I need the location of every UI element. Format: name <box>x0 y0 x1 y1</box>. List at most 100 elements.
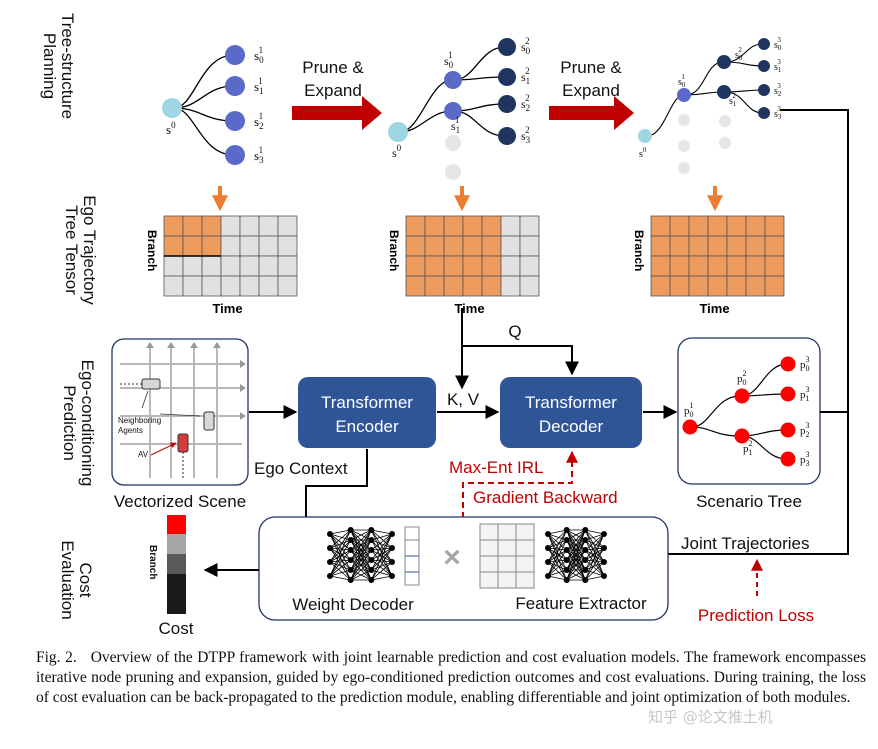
nn-node <box>347 537 354 543</box>
nn-edge <box>547 559 567 577</box>
tensor-time-label: Time <box>699 301 729 316</box>
nn-edge <box>547 533 568 581</box>
tensor-cell <box>258 235 279 257</box>
nn-edge <box>370 539 393 577</box>
nn-edge <box>329 539 352 577</box>
nn-edge <box>585 569 605 577</box>
node-label: p02 <box>737 369 747 387</box>
node-label: s02 <box>521 36 531 56</box>
gradient-backward-label: Gradient Backward <box>473 488 618 507</box>
tensor-cell <box>443 235 464 257</box>
node-label: p01 <box>684 401 694 419</box>
tensor-branch-label: Branch <box>632 230 646 271</box>
tensor-cell <box>745 275 766 297</box>
tensor-cell <box>519 275 540 297</box>
tree-node <box>758 38 770 50</box>
prune-expand-arrow-2: Prune & Expand <box>549 58 634 130</box>
maxent-irl-label: Max-Ent IRL <box>449 458 543 477</box>
ego-context-label: Ego Context <box>254 459 348 478</box>
tree-node <box>717 55 731 69</box>
nn-node <box>545 559 551 565</box>
nn-node <box>563 577 570 583</box>
nn-node <box>327 545 333 551</box>
tensor-cell <box>239 255 260 277</box>
nn-edge <box>547 533 567 551</box>
tensor-cell <box>201 215 222 237</box>
node-label: p13 <box>800 385 810 403</box>
tensor-cell <box>462 215 483 237</box>
nn-node <box>368 557 375 563</box>
nn-node <box>327 559 333 565</box>
tensor-cell <box>669 255 690 277</box>
nn-node <box>601 545 607 551</box>
nn-edge <box>547 549 567 577</box>
nn-edge <box>585 547 605 551</box>
nn-node <box>601 531 607 537</box>
tensor-cell <box>462 275 483 297</box>
nn-edge <box>371 529 393 535</box>
node-label: p33 <box>800 450 810 468</box>
nn-node <box>545 573 551 579</box>
cost-label: Cost <box>159 619 194 638</box>
tensor-cell <box>405 235 426 257</box>
node-label: s31 <box>254 145 264 165</box>
nn-edge <box>329 533 351 561</box>
tensor-cell <box>277 255 298 277</box>
pruned-node <box>719 137 731 149</box>
tensor-cell <box>405 255 426 277</box>
weight-decoder-label: Weight Decoder <box>292 595 414 614</box>
node-label: s33 <box>774 105 782 121</box>
tensor-cell <box>650 215 671 237</box>
node-label: s01 <box>678 73 686 89</box>
nn-edge <box>329 569 351 577</box>
nn-edge <box>329 533 351 541</box>
tensor-cell <box>258 275 279 297</box>
nn-node <box>368 567 375 573</box>
cost-bar <box>167 515 186 614</box>
pruned-node <box>445 135 461 151</box>
row-label-cost: Cost Evaluation <box>58 540 95 619</box>
joint-trajectories-label: Joint Trajectories <box>681 534 810 553</box>
planning-stage-2: s0 s01 s11 s02 s12 s22 s32 <box>388 36 531 180</box>
nn-node <box>563 547 570 553</box>
node-label: p12 <box>743 439 753 457</box>
nn-node <box>545 531 551 537</box>
pruned-node <box>445 164 461 180</box>
nn-edge <box>547 533 567 541</box>
tensor-cell <box>764 275 785 297</box>
nn-node <box>347 547 354 553</box>
nn-edge <box>350 549 372 581</box>
nn-edge <box>350 559 372 581</box>
decoder-label: Decoder <box>539 417 604 436</box>
row-label-tensor-line2: Tree Tensor <box>62 205 81 295</box>
row-label-planning-line1: Tree-structure <box>58 13 77 119</box>
tensor-cell <box>258 255 279 277</box>
root-label: s0 <box>639 146 647 160</box>
nn-edge <box>566 529 586 571</box>
root-node <box>388 122 408 142</box>
nn-edge <box>329 561 351 571</box>
pruned-node <box>678 162 690 174</box>
tree-node <box>498 68 516 86</box>
tree-node <box>677 88 691 102</box>
node-label: s02 <box>735 46 743 62</box>
nn-edge <box>329 533 352 571</box>
tensor-cell <box>764 215 785 237</box>
nn-node <box>368 537 375 543</box>
nn-edge <box>371 547 393 551</box>
nn-edge <box>585 549 605 577</box>
tensor-cell <box>443 275 464 297</box>
nn-node <box>601 573 607 579</box>
tensor-cell <box>405 215 426 237</box>
nn-edge <box>547 533 567 561</box>
nn-edge <box>584 547 605 581</box>
nn-edge <box>585 533 605 551</box>
tensor-cell <box>201 235 222 257</box>
tree-node <box>780 356 796 372</box>
tensor-cell <box>163 215 184 237</box>
nn-node <box>368 547 375 553</box>
tree-node <box>444 71 462 89</box>
tensor-cell <box>182 215 203 237</box>
feature-matrix <box>479 523 535 589</box>
